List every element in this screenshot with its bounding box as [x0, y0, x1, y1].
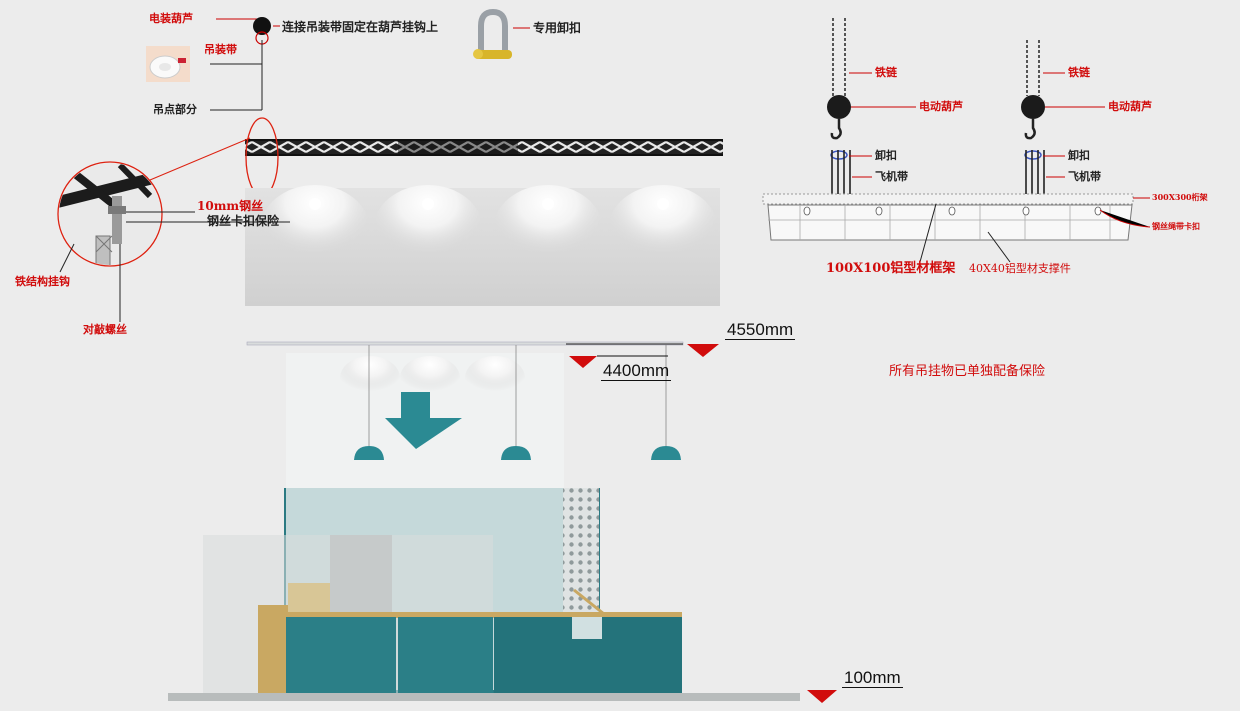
sling-label: 吊装带 — [204, 43, 237, 56]
bolt-label: 对敲螺丝 — [83, 323, 127, 336]
motor-label-left: 电动葫芦 — [919, 100, 963, 113]
truss-hook-label: 铁结构挂钩 — [15, 275, 70, 288]
down-arrow-icon — [385, 392, 462, 449]
shackle-label-right: 卸扣 — [1068, 149, 1090, 162]
booth-elevation — [168, 345, 800, 701]
strap-label-left: 飞机带 — [875, 170, 908, 183]
ceiling-line — [246, 341, 684, 346]
hanging-point-label: 吊点部分 — [153, 103, 197, 116]
dimension-100: 100mm — [842, 668, 903, 688]
dimension-4550: 4550mm — [725, 320, 796, 340]
hook-detail-zoom — [57, 161, 290, 322]
safety-note: 所有吊挂物已单独配备保险 — [889, 364, 1046, 379]
level-markers — [569, 344, 837, 703]
wire-label: 10mm钢丝 — [197, 199, 264, 213]
truss-bar — [149, 117, 723, 197]
frame-label: 100X100铝型材框架 — [826, 261, 956, 276]
truss-size-label: 300X300桁架 — [1152, 192, 1208, 202]
pendant-lamp-icon — [354, 446, 384, 460]
shackle-label: 专用卸扣 — [533, 21, 582, 35]
shackle-label-left: 卸扣 — [875, 149, 897, 162]
shackle-icon — [473, 8, 512, 59]
support-label: 40X40铝型材支撑件 — [969, 262, 1071, 275]
sling-thumbnail — [146, 46, 190, 82]
hoist-leaders — [210, 17, 530, 111]
chain-hoist-diagram — [762, 18, 1151, 263]
dimension-4400: 4400mm — [601, 361, 672, 381]
hoist-icon — [253, 17, 271, 35]
chain-label-right: 铁链 — [1068, 66, 1090, 79]
strap-label-right: 飞机带 — [1068, 170, 1101, 183]
chain-label-left: 铁链 — [875, 66, 897, 79]
wire-strap-label: 钢丝绳带卡扣 — [1152, 221, 1200, 231]
lit-wall — [245, 185, 720, 306]
connect-label: 连接吊装带固定在葫芦挂钩上 — [282, 20, 439, 34]
motor-label-right: 电动葫芦 — [1108, 100, 1152, 113]
clip-label: 钢丝卡扣保险 — [207, 214, 280, 228]
hoist-label: 电装葫芦 — [149, 12, 193, 25]
